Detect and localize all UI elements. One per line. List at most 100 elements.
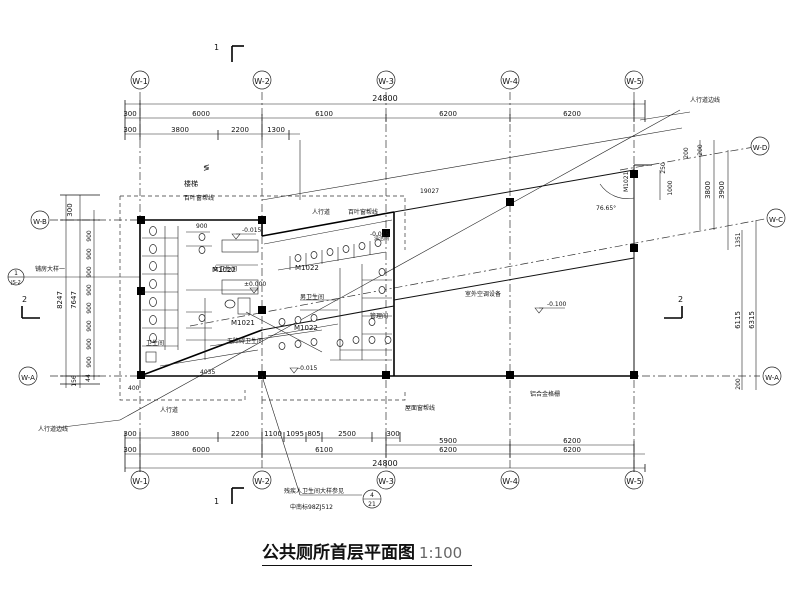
room-male: 男卫生间 [300, 293, 324, 301]
axis-ref-num: 1 [14, 270, 18, 277]
dim: 6100 [315, 110, 333, 118]
dim: 900 [86, 338, 93, 350]
axis-bubbles-top: W-1 W-2 W-3 W-4 W-5 [130, 70, 644, 90]
axis-label: W-1 [132, 77, 148, 86]
dim: 300 [123, 126, 136, 134]
label: 人行道边线 [690, 96, 720, 104]
section-label: 2 [22, 295, 27, 304]
dim: 300 [66, 203, 74, 216]
axis-ref-sub: JS-2 [10, 280, 21, 286]
dim: 900 [86, 320, 93, 332]
axis-label: W-5 [626, 77, 642, 86]
dim: 900 [86, 284, 93, 296]
room-accessible: 无障碍卫生间 [227, 337, 263, 345]
section-marks: 1 1 2 2 [21, 43, 683, 506]
axis-label: W-A [21, 374, 35, 382]
detail-callout: 残疾人卫生间大样参见 中南标98ZJ512 4 21 [261, 375, 382, 511]
room-sanitary: 卫生间 [146, 339, 164, 347]
door-tags: M1022 M1022 M1022 M1021 [212, 264, 319, 332]
label-grille: 铝合金格栅 [530, 390, 560, 398]
toilet-stalls-left [142, 226, 259, 363]
title-underline [262, 565, 472, 566]
dim: 3800 [171, 430, 189, 438]
bottom-dimensions: 300 3800 2200 1100 1095 805 2500 300 590… [123, 430, 646, 472]
left-dimensions: 300 8247 7647 156 44 900 900 900 900 900… [56, 194, 100, 388]
right-dimensions: 200 200 250 1000 3800 3900 1351 6115 631… [659, 140, 757, 390]
break-mark: ≶ [203, 163, 210, 172]
axis-label: W-1 [132, 477, 148, 486]
dim: 19027 [420, 188, 439, 195]
dim-total-bottom: 24800 [372, 459, 397, 468]
door-tag: M1021 [231, 319, 255, 327]
dim: 6315 [748, 311, 756, 329]
dim: 1351 [735, 232, 742, 247]
dim: 300 [123, 430, 136, 438]
dim: 3800 [171, 126, 189, 134]
dim: 1100 [264, 430, 282, 438]
axis-label: W-A [765, 374, 779, 382]
axis-bubbles-bottom: W-1 W-2 W-3 W-4 W-5 [130, 470, 644, 490]
axis-label: W-3 [378, 477, 394, 486]
axis-label: W-B [33, 218, 47, 226]
top-dimensions: 24800 300 6000 6100 6200 6200 300 3800 2… [123, 94, 646, 140]
label-louver: 百叶窗帮线 [348, 208, 378, 216]
axis-label: W-D [753, 144, 768, 152]
dim: 1000 [667, 180, 674, 195]
axis-bubbles-horizontal: W-B W-A W-A W-C W-D 1 JS-2 铺房大样一 [7, 136, 786, 386]
detail-callout-label: 铺房大样一 [35, 265, 65, 273]
dim: 900 [196, 223, 208, 230]
label-roof-line: 屋面窗帮线 [405, 404, 435, 412]
door-tag: M1021 [623, 171, 630, 192]
level: -0.100 [547, 301, 567, 308]
title-main: 公共厕所首层平面图 [262, 543, 415, 563]
label-ac-equipment: 室外空调设备 [465, 290, 501, 298]
dim: 44 [85, 374, 92, 382]
dim: 4035 [200, 369, 215, 376]
section-label: 1 [214, 497, 219, 506]
dim: 6100 [315, 446, 333, 454]
room-labels: 楼梯 人行道 人行道 百叶窗帮线 百叶窗帮线 屋面窗帮线 女卫生间 男卫生间 无… [146, 179, 560, 414]
label-sidewalk: 人行道 [160, 406, 178, 414]
dim: 805 [307, 430, 320, 438]
dim-total-top: 24800 [372, 94, 397, 103]
dim: 2500 [338, 430, 356, 438]
label-sidewalk: 人行道 [312, 208, 330, 216]
dim: 200 [697, 144, 704, 156]
room-management: 管理间 [370, 312, 388, 320]
room-female: 女卫生间 [213, 265, 237, 273]
dim: 6200 [439, 446, 457, 454]
title-scale: 1:100 [419, 544, 463, 562]
door-tag: M1022 [294, 324, 318, 332]
dim: 200 [735, 378, 742, 390]
axis-label: W-5 [626, 477, 642, 486]
dim: 900 [86, 302, 93, 314]
level: -0.015 [298, 365, 318, 372]
callout-text: 中南标98ZJ512 [290, 503, 333, 511]
dim: 2200 [231, 126, 249, 134]
section-label: 1 [214, 43, 219, 52]
roof-outline [119, 195, 406, 401]
dim: 8247 [56, 291, 64, 309]
dim: 6200 [563, 110, 581, 118]
dim: 6000 [192, 110, 210, 118]
level-marks: -0.015 ±0.000 -0.100 -0.015 -0.015 [231, 227, 567, 374]
door-tag: M1022 [212, 266, 236, 274]
dim: 300 [386, 430, 399, 438]
dim: 900 [86, 356, 93, 368]
axis-label: W-2 [254, 477, 270, 486]
label-louver: 百叶窗帮线 [184, 194, 214, 202]
dim: 250 [660, 162, 667, 174]
sidewalk-lines: 人行道边线 人行道边线 [38, 96, 720, 433]
dim: 6115 [734, 311, 742, 329]
axis-label: W-4 [502, 477, 518, 486]
dim: 1095 [286, 430, 304, 438]
dim: 6200 [439, 110, 457, 118]
entrance-door: M1021 [599, 164, 652, 199]
dim: 156 [71, 375, 78, 387]
axis-label: W-3 [378, 77, 394, 86]
label: 人行道边线 [38, 425, 68, 433]
dim: 3900 [718, 181, 726, 199]
dim: 5900 [439, 437, 457, 445]
dim: 7647 [70, 291, 78, 309]
